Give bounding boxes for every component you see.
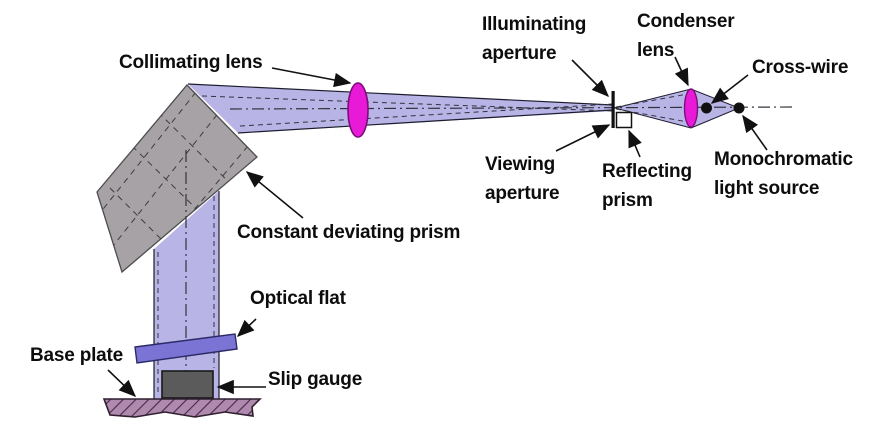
- aperture-plate: [611, 91, 615, 128]
- label-slip-gauge: Slip gauge: [268, 369, 363, 390]
- source-beam-cone: [614, 88, 741, 129]
- label-monochromatic-source: Monochromatic light source: [714, 149, 853, 199]
- base-plate-shape: [102, 398, 262, 418]
- arrow-condenser-lens: [674, 56, 689, 87]
- optical-flat-shape: [134, 333, 238, 364]
- arrow-optical-flat: [236, 318, 257, 337]
- arrow-reflecting-prism: [628, 129, 642, 158]
- label-optical-flat: Optical flat: [250, 288, 346, 309]
- condenser-lens-shape: [683, 88, 699, 128]
- label-viewing-aperture: Viewing aperture: [485, 154, 560, 204]
- label-base-plate: Base plate: [30, 345, 124, 366]
- arrow-illuminating-aperture: [571, 59, 610, 98]
- label-constant-deviating-prism: Constant deviating prism: [237, 222, 461, 243]
- label-reflecting-prism: Reflecting prism: [602, 161, 692, 211]
- label-condenser-lens: Condenser lens: [637, 11, 735, 61]
- arrow-monochromatic-source: [742, 114, 768, 151]
- collimating-lens-shape: [347, 82, 369, 138]
- arrow-base-plate: [107, 369, 137, 397]
- annotation-arrows: [107, 56, 768, 397]
- label-illuminating-aperture: Illuminating aperture: [482, 14, 587, 64]
- arrow-constant-deviating-prism: [245, 171, 304, 219]
- slip-gauge-shape: [161, 370, 214, 399]
- beam-edges: [153, 83, 614, 399]
- reflecting-prism-shape: [615, 111, 633, 129]
- arrow-viewing-aperture: [555, 124, 611, 152]
- marginal-rays-dashed: [157, 93, 689, 396]
- label-collimating-lens: Collimating lens: [119, 52, 263, 73]
- label-cross-wire: Cross-wire: [752, 57, 849, 78]
- arrow-collimating-lens: [271, 67, 352, 88]
- cross-wire-dot: [701, 102, 712, 114]
- light-source-dot: [733, 102, 745, 114]
- constant-deviating-prism-shape: [96, 84, 258, 274]
- arrow-cross-wire: [710, 74, 749, 104]
